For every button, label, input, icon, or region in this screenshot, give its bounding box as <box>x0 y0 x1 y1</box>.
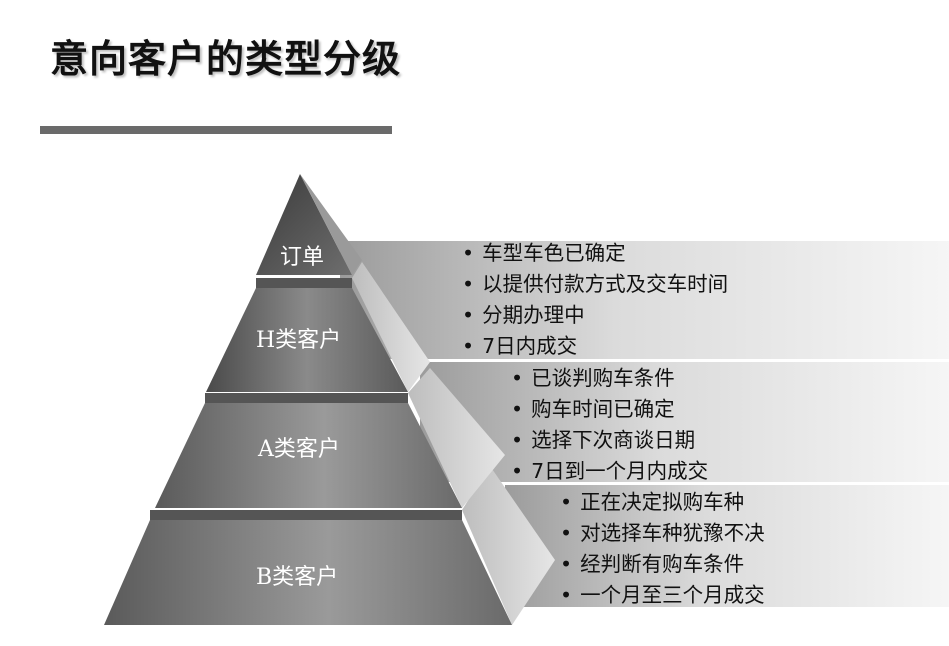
pyramid-tier-a <box>155 368 505 508</box>
tier-3-bullets: 正在决定拟购车种 对选择车种犹豫不决 经判断有购车条件 一个月至三个月成交 <box>560 487 765 611</box>
tier-label-h: H类客户 <box>256 328 342 353</box>
pyramid-tier-h <box>206 262 430 392</box>
list-item: 选择下次商谈日期 <box>511 425 708 456</box>
tier-label-b: B类客户 <box>256 565 339 590</box>
list-item: 一个月至三个月成交 <box>560 580 765 611</box>
pyramid-tier-order <box>256 174 362 275</box>
list-item: 购车时间已确定 <box>511 394 708 425</box>
list-item: 已谈判购车条件 <box>511 363 708 394</box>
tier-2-bullets: 已谈判购车条件 购车时间已确定 选择下次商谈日期 7日到一个月内成交 <box>511 363 708 487</box>
list-item: 对选择车种犹豫不决 <box>560 518 765 549</box>
pyramid-tier-b <box>104 466 555 625</box>
tier-1-bullets: 车型车色已确定 以提供付款方式及交车时间 分期办理中 7日内成交 <box>462 238 728 362</box>
tier-label-order: 订单 <box>280 245 325 270</box>
list-item: 经判断有购车条件 <box>560 549 765 580</box>
list-item: 分期办理中 <box>462 300 728 331</box>
list-item: 7日内成交 <box>462 331 728 362</box>
page-title: 意向客户的类型分级 <box>50 37 402 81</box>
list-item: 正在决定拟购车种 <box>560 487 765 518</box>
title-underline <box>40 126 392 134</box>
list-item: 车型车色已确定 <box>462 238 728 269</box>
tier-label-a: A类客户 <box>258 437 340 462</box>
list-item: 7日到一个月内成交 <box>511 456 708 487</box>
list-item: 以提供付款方式及交车时间 <box>462 269 728 300</box>
